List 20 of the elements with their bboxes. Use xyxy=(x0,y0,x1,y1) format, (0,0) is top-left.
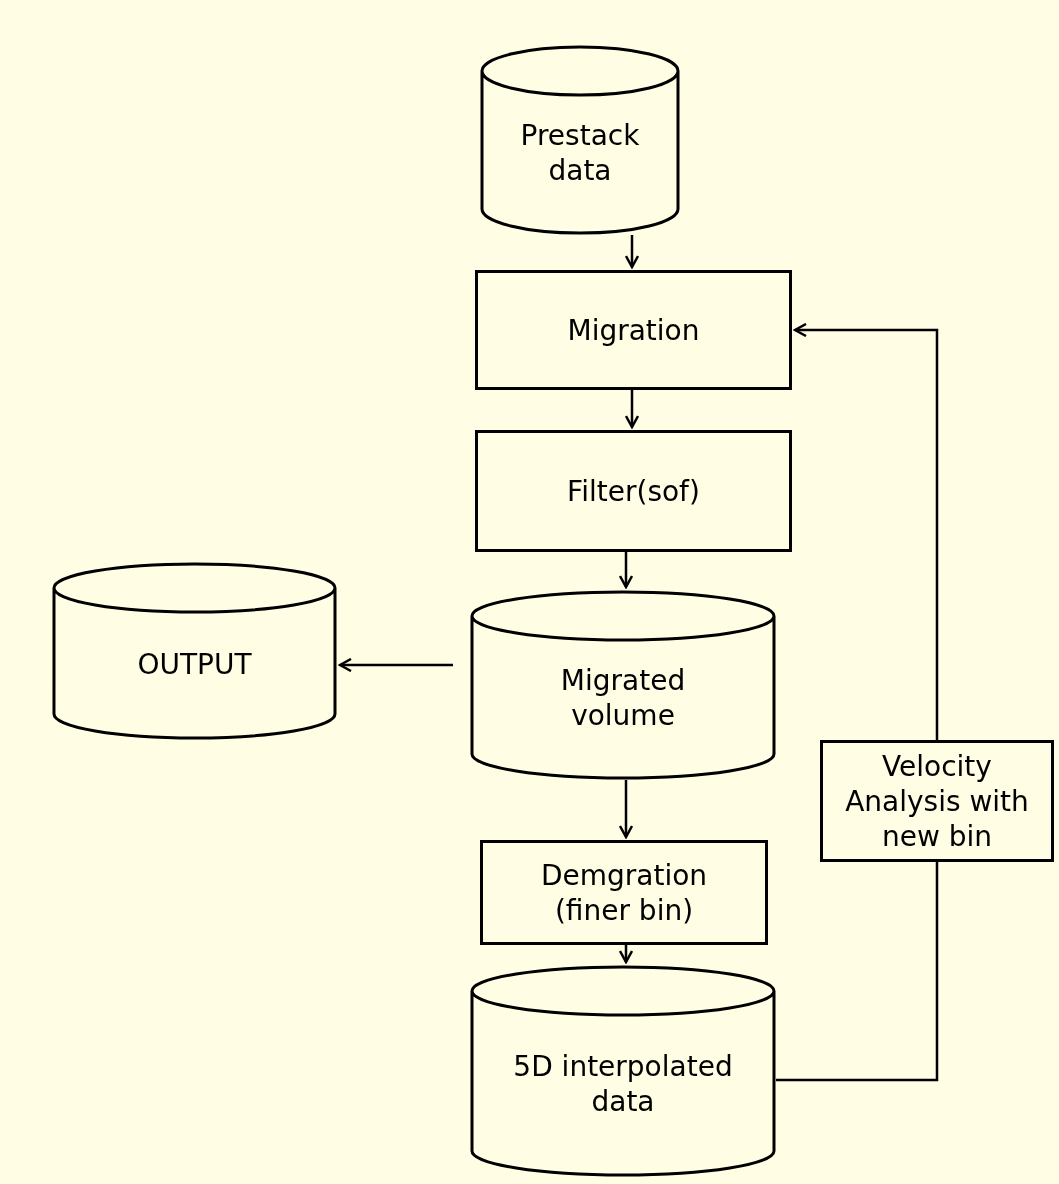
process-box xyxy=(480,840,768,945)
node-label: Prestack data xyxy=(519,118,641,188)
node-label: 5D interpolated data xyxy=(512,1049,734,1119)
arrow xyxy=(618,945,634,964)
arrow xyxy=(618,552,634,589)
process-box xyxy=(475,270,792,390)
node-label: OUTPUT xyxy=(136,646,253,682)
node-label: Migration xyxy=(566,312,701,348)
arrow xyxy=(793,322,939,740)
arrow xyxy=(338,657,453,673)
process-box xyxy=(820,740,1054,862)
process-box xyxy=(475,430,792,552)
arrow xyxy=(618,780,634,839)
arrow xyxy=(624,390,640,429)
node-label: Migrated volume xyxy=(559,663,687,733)
node-label: Filter(sof) xyxy=(566,473,701,509)
arrow xyxy=(624,235,640,269)
node-label: Velocity Analysis with new bin xyxy=(844,748,1030,854)
connector-line xyxy=(776,862,939,1082)
node-label: Demgration (finer bin) xyxy=(539,857,709,928)
